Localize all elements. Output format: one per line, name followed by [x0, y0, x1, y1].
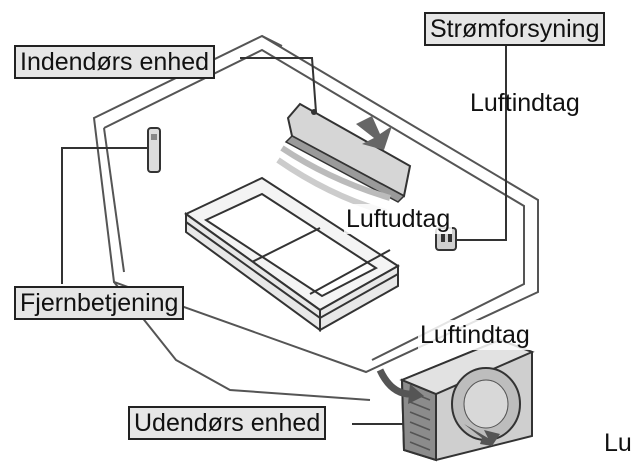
outdoor-outlet-arrow	[464, 424, 500, 446]
label-remote-control: Fjernbetjening	[14, 286, 185, 320]
label-air-intake-bottom: Luftindtag	[418, 320, 532, 350]
sofa-shape	[184, 176, 400, 332]
outdoor-unit-shape	[399, 338, 535, 462]
outdoor-intake-arrow	[376, 368, 424, 404]
leader-lines	[61, 46, 507, 425]
indoor-unit-shape	[276, 102, 412, 215]
room-wall-divider	[103, 127, 125, 273]
label-air-outlet: Luftudtag	[344, 204, 453, 234]
label-power-supply: Strømforsyning	[424, 12, 606, 46]
label-air-intake-top: Luftindtag	[470, 89, 580, 117]
room-corner-line	[261, 35, 283, 47]
indoor-intake-arrow	[356, 116, 392, 150]
label-cut-off: Lu	[604, 429, 632, 457]
leader-power-supply	[456, 46, 507, 241]
remote-control-shape	[147, 127, 161, 173]
leader-remote-control	[61, 147, 148, 284]
label-outdoor-unit: Udendørs enhed	[128, 406, 327, 440]
label-indoor-unit: Indendørs enhed	[14, 45, 216, 79]
leader-indoor-unit	[240, 57, 317, 113]
room-floor-edge	[113, 281, 371, 401]
